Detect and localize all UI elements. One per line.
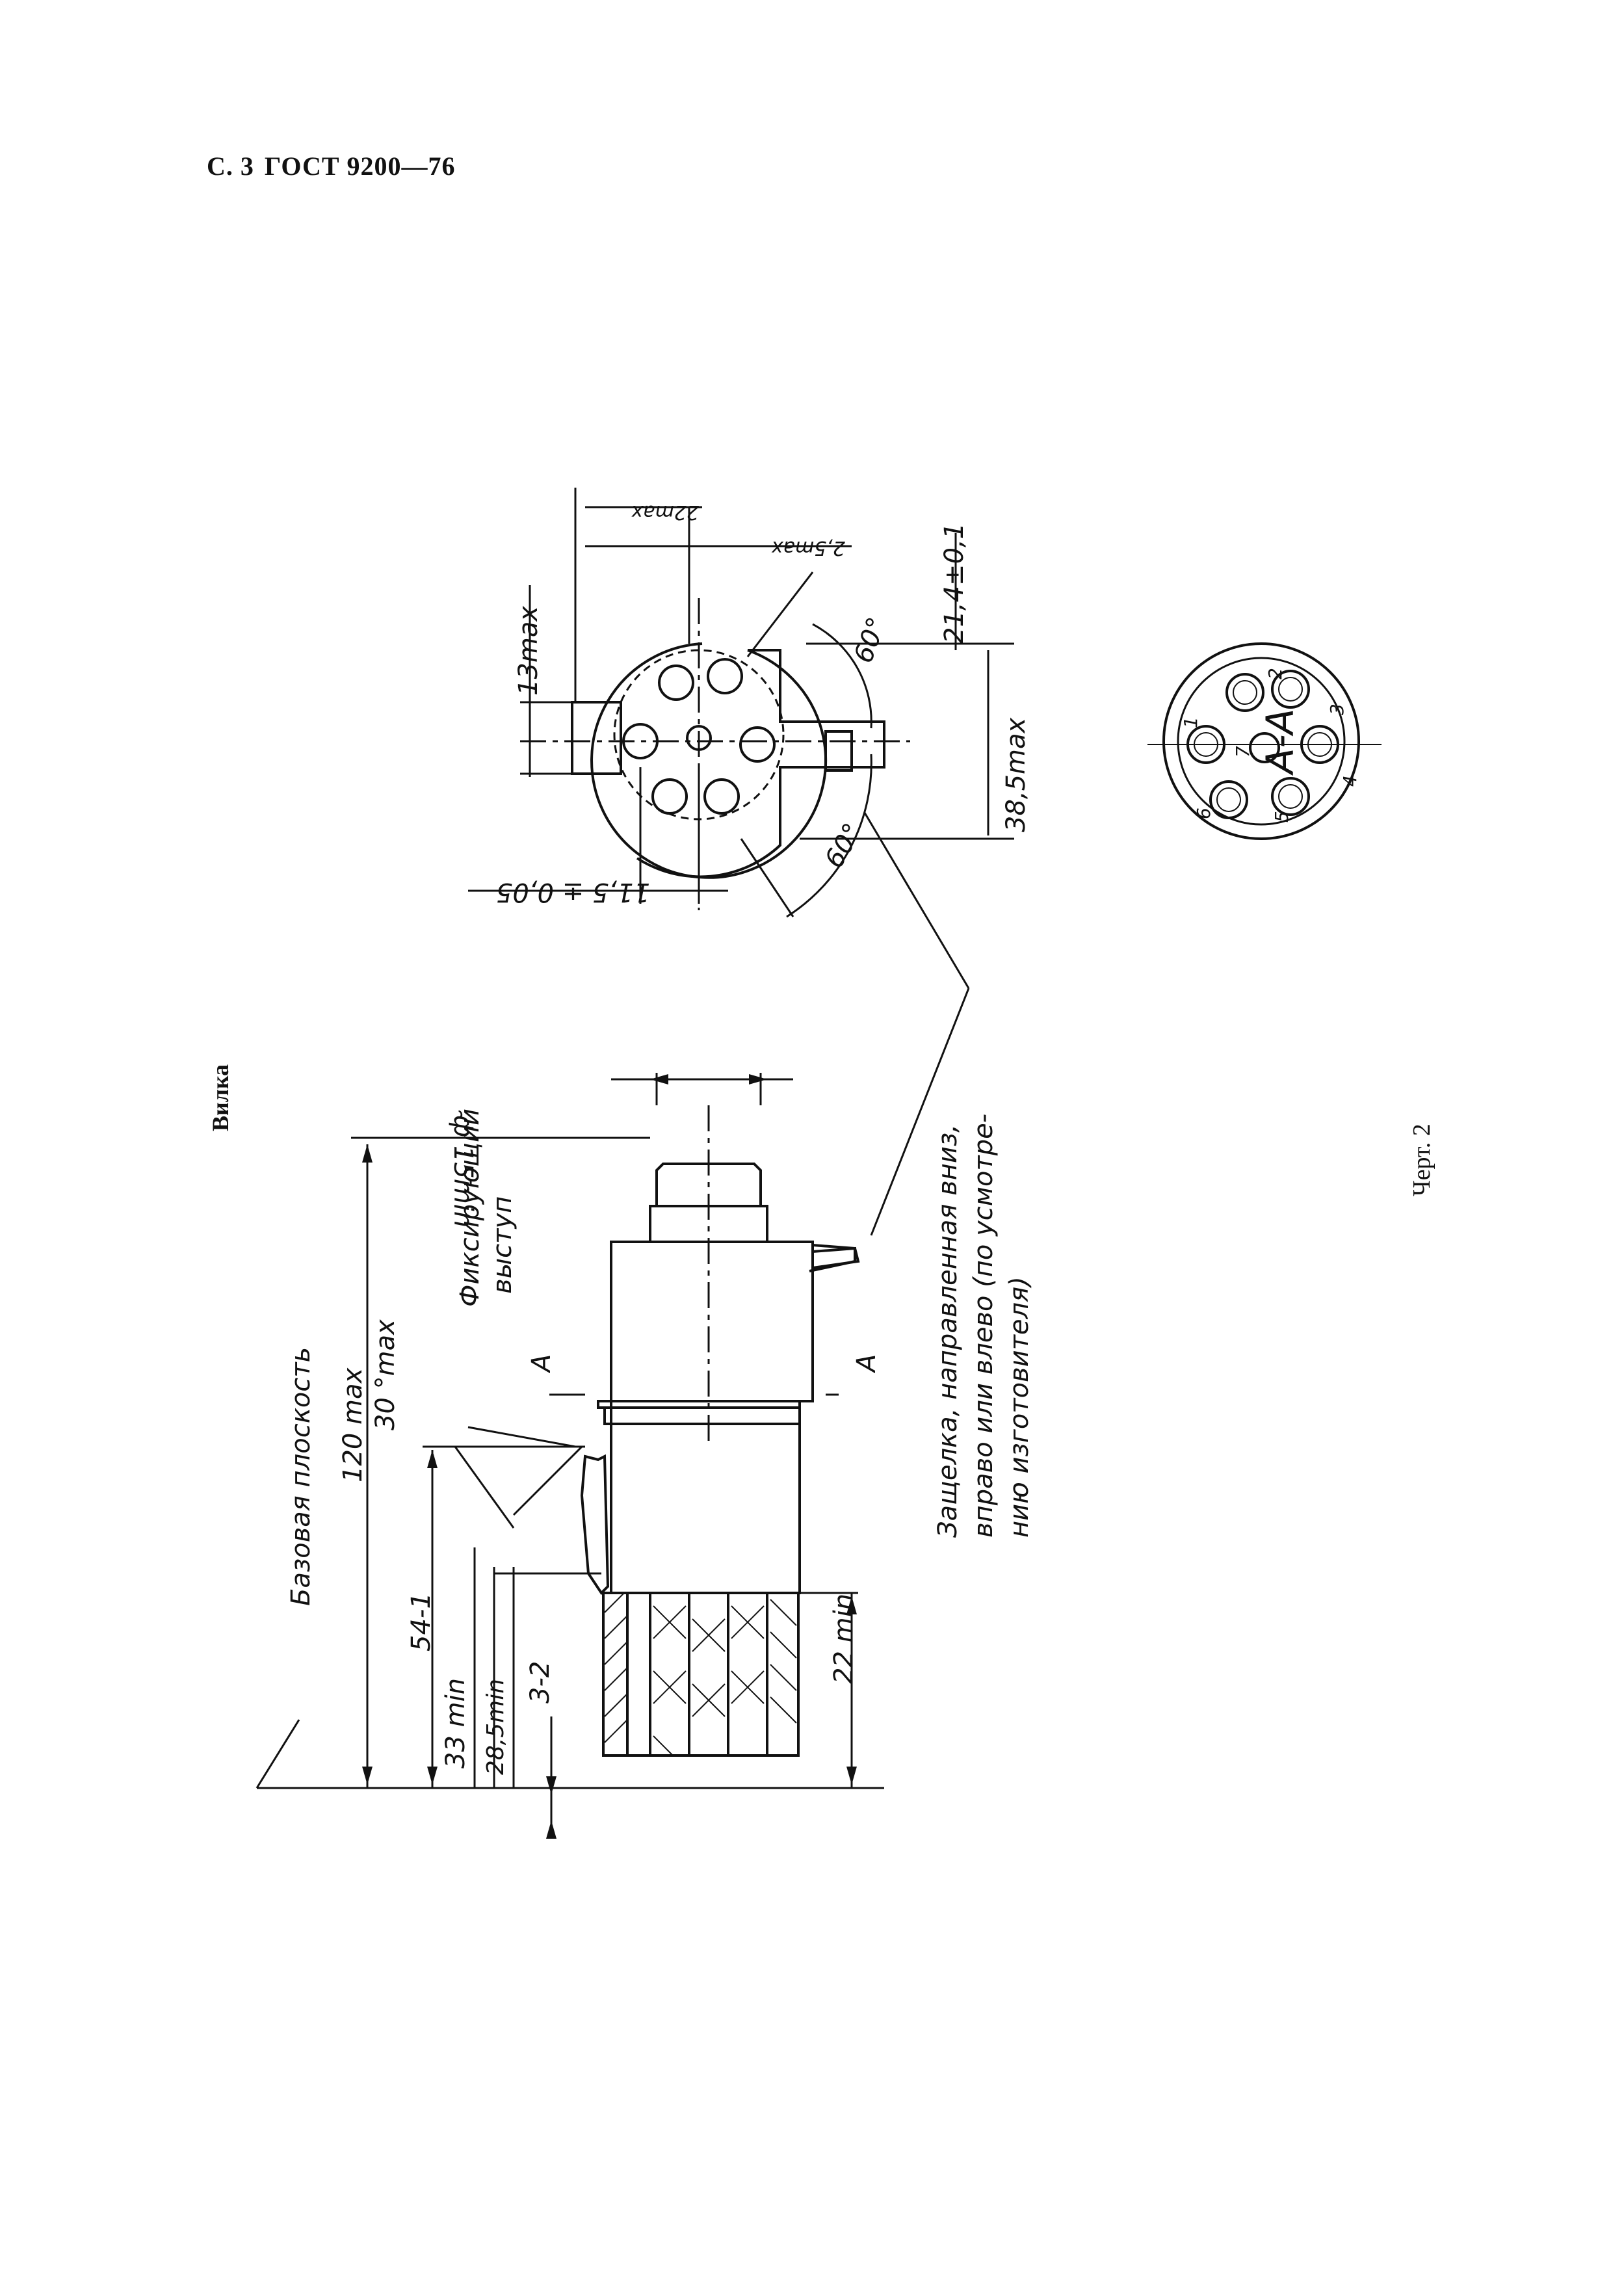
pin-5: 5 (1271, 811, 1292, 822)
dim-38-5: 38,5max (1001, 717, 1031, 832)
dim-3: 3-2 (525, 1661, 555, 1703)
dim-phi15: ф 15min (448, 1115, 478, 1228)
dim-22: 22 min (829, 1593, 859, 1684)
dim-13: 13max (514, 605, 544, 696)
dim-33: 33 min (441, 1677, 471, 1769)
latch-label-1: Защелка, направленная вниз, (933, 1124, 963, 1538)
pin-1: 1 (1180, 717, 1201, 728)
fixing-protrusion (580, 1454, 610, 1596)
fixing-protrusion-label-2: выступ (488, 1196, 517, 1294)
dim-54: 54-1 (406, 1592, 436, 1651)
pin-4: 4 (1339, 775, 1361, 787)
end-view (520, 598, 910, 910)
dim-30deg: 30 °max (371, 1319, 400, 1430)
dim-21-4: 21,4±0,1 (939, 522, 969, 644)
section-a-a (1147, 642, 1382, 840)
dim-28-5: 28,5min (482, 1678, 509, 1775)
latch-label-2: вправо или влево (по усмотре- (969, 1113, 999, 1538)
page-header: С. 3 ГОСТ 9200—76 (207, 151, 466, 181)
page-number: С. 3 (207, 151, 254, 181)
dim-top-2: 2,5max (771, 536, 845, 559)
dim-120: 120 max (338, 1367, 368, 1482)
dimension-arrows (362, 1074, 857, 1839)
dim-top-1: 22max (631, 501, 699, 523)
hatching (604, 1592, 797, 1756)
standard-number: ГОСТ 9200—76 (264, 151, 456, 181)
section-marker-right: А (852, 1354, 882, 1372)
figure-caption: Черт. 2 (1408, 1124, 1435, 1196)
pin-2: 2 (1264, 668, 1286, 679)
end-view-dimensions (468, 488, 1014, 918)
latch (812, 1244, 860, 1269)
pin-7: 7 (1232, 746, 1253, 757)
contact-insert (602, 1400, 801, 1757)
latch-label-3: нию изготовителя) (1004, 1276, 1034, 1538)
section-marker-left: А (527, 1354, 557, 1372)
pin-6: 6 (1193, 808, 1214, 819)
pin-3: 3 (1326, 703, 1348, 715)
dimension-lines (255, 812, 970, 1827)
section-title: А-А (1258, 708, 1302, 774)
view-label: Вилка (207, 1064, 233, 1131)
base-plane-label: Базовая плоскость (286, 1347, 316, 1606)
dim-11-5: 11,5 ± 0,05 (495, 877, 650, 907)
plug-body (597, 1105, 856, 1443)
